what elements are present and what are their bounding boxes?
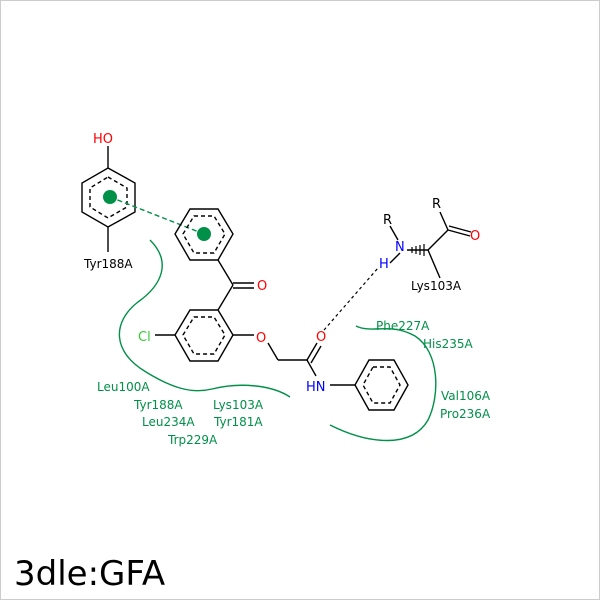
lys103-backbone xyxy=(389,211,472,279)
lys103-nitrogen-label: N xyxy=(395,240,405,255)
ligand-title: 3dle:GFA xyxy=(14,554,165,594)
ligand-anilide-ring xyxy=(354,359,409,411)
ligand-phenyl-top-inner xyxy=(182,215,226,254)
contact-tyr181: Tyr181A xyxy=(213,415,263,429)
hydrogen-bond-line xyxy=(323,267,379,331)
contact-val106: Val106A xyxy=(441,389,491,403)
hydrophobic-contact-arc-right xyxy=(329,325,437,442)
ketone-oxygen-label: O xyxy=(257,279,267,294)
contact-pro236: Pro236A xyxy=(440,407,491,421)
contact-leu100: Leu100A xyxy=(97,380,150,394)
amide-oxygen-label: O xyxy=(316,330,326,345)
lys103-hydrogen-label: H xyxy=(379,257,389,272)
ligand-anilide-inner xyxy=(362,366,401,404)
pi-stacking-line xyxy=(109,196,205,235)
chlorine-label: Cl xyxy=(138,330,151,345)
amide-nitrogen-label: HN xyxy=(306,380,326,395)
tyr188-ring-inner xyxy=(89,176,128,219)
tyr188-stack-label: Tyr188A xyxy=(83,257,133,271)
contact-lys103: Lys103A xyxy=(213,398,264,412)
lys103-r-carbonyl-side: R xyxy=(432,197,441,212)
lys103-hbond-label: Lys103A xyxy=(411,279,462,293)
lys103-oxygen-label: O xyxy=(470,229,480,244)
contact-leu234: Leu234A xyxy=(142,415,195,429)
contact-phe227: Phe227A xyxy=(376,319,430,333)
ligand-bonds xyxy=(155,208,409,411)
contact-his235: His235A xyxy=(423,337,474,351)
tyr188-hydroxyl-label: HO xyxy=(93,132,113,147)
lys103-r-nitrogen-side: R xyxy=(383,213,392,228)
contact-residue-labels: Leu100A Tyr188A Lys103A Leu234A Tyr181A … xyxy=(97,319,491,447)
contact-tyr188: Tyr188A xyxy=(133,398,183,412)
contact-trp229: Trp229A xyxy=(167,433,218,447)
ligand-chlorophenyl-inner xyxy=(182,316,226,355)
pi-centroid-ligand xyxy=(197,227,211,241)
ether-oxygen-label: O xyxy=(256,331,266,346)
lys103-stereo-hash xyxy=(411,244,425,256)
hydrophobic-contact-arc-left xyxy=(118,239,291,398)
tyr188-residue xyxy=(81,146,136,252)
pi-centroid-tyr188 xyxy=(103,190,117,204)
